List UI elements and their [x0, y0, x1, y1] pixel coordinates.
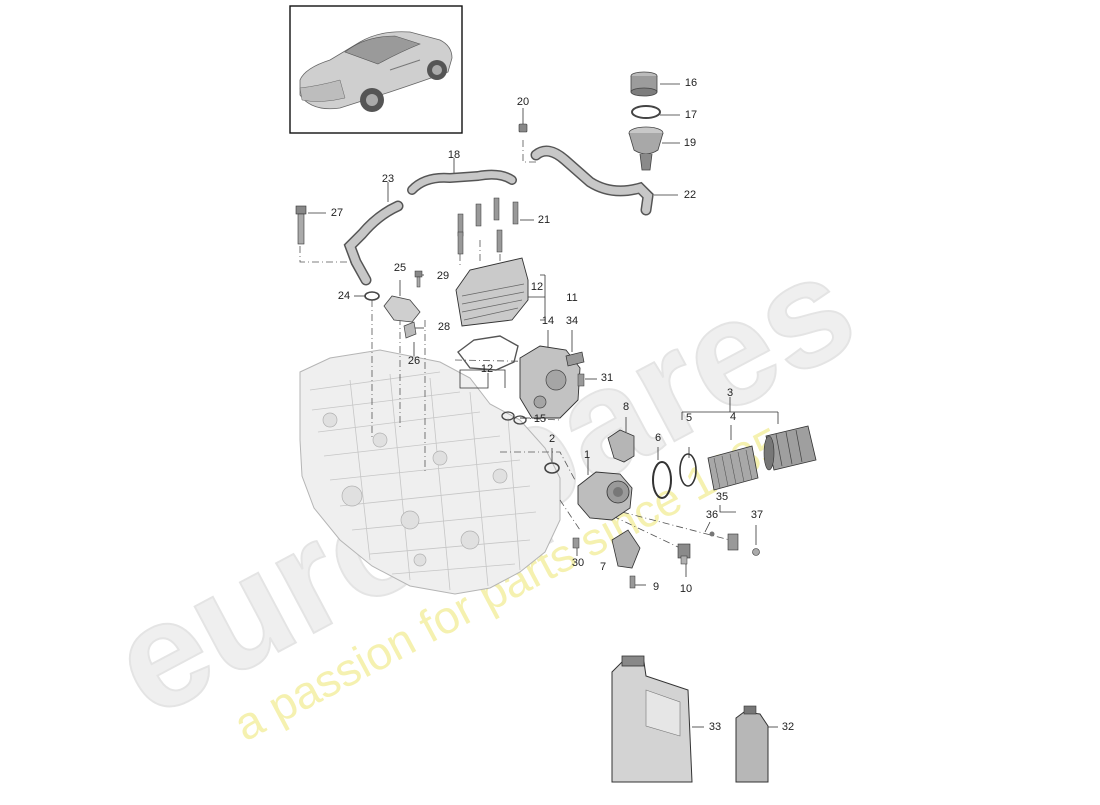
- filler-seal-ring[interactable]: [631, 105, 661, 119]
- callout-7[interactable]: 7: [600, 561, 606, 573]
- callout-24[interactable]: 24: [338, 290, 350, 302]
- callout-23[interactable]: 23: [382, 173, 394, 185]
- callout-19[interactable]: 19: [684, 137, 696, 149]
- callout-37[interactable]: 37: [751, 509, 763, 521]
- breather-hose-23[interactable]: [343, 200, 404, 286]
- bracket-8[interactable]: [607, 429, 635, 463]
- seal-ring-24[interactable]: [364, 291, 380, 301]
- filter-flange-1[interactable]: [577, 471, 633, 521]
- callout-31[interactable]: 31: [601, 372, 613, 384]
- callout-6[interactable]: 6: [655, 432, 661, 444]
- callout-10[interactable]: 10: [680, 583, 692, 595]
- sensor-34[interactable]: [565, 351, 585, 367]
- callout-25[interactable]: 25: [394, 262, 406, 274]
- callout-27[interactable]: 27: [331, 207, 343, 219]
- callout-2[interactable]: 2: [549, 433, 555, 445]
- callout-17[interactable]: 17: [685, 109, 697, 121]
- callout-21[interactable]: 21: [538, 214, 550, 226]
- car-icon: [299, 31, 453, 112]
- callout-15[interactable]: 15: [534, 413, 546, 425]
- callout-32[interactable]: 32: [782, 721, 794, 733]
- callout-29[interactable]: 29: [437, 270, 449, 282]
- parts[interactable]: [295, 71, 817, 783]
- bracket-7[interactable]: [611, 529, 641, 569]
- callout-33[interactable]: 33: [709, 721, 721, 733]
- leader-lines: [299, 83, 779, 728]
- oil-bottle-1l[interactable]: [735, 705, 769, 783]
- callout-22[interactable]: 22: [684, 189, 696, 201]
- drain-plug-set[interactable]: [709, 531, 760, 556]
- callout-12[interactable]: 12: [481, 363, 493, 375]
- seal-2[interactable]: [544, 462, 560, 474]
- callout-20[interactable]: 20: [517, 96, 529, 108]
- callout-35[interactable]: 35: [716, 491, 728, 503]
- callout-18[interactable]: 18: [448, 149, 460, 161]
- vehicle-thumbnail[interactable]: [289, 5, 463, 134]
- callout-12[interactable]: 12: [531, 281, 543, 293]
- callout-26[interactable]: 26: [408, 355, 420, 367]
- seals-15[interactable]: [501, 411, 527, 425]
- oil-filter-housing[interactable]: [519, 345, 581, 419]
- callout-4[interactable]: 4: [730, 411, 736, 423]
- screw-30[interactable]: [572, 537, 580, 549]
- breather-hose-22[interactable]: [530, 145, 654, 216]
- callout-5[interactable]: 5: [686, 412, 692, 424]
- gasket-12[interactable]: [457, 335, 519, 371]
- callout-30[interactable]: 30: [572, 557, 584, 569]
- filter-element-4[interactable]: [707, 445, 759, 491]
- clip-28[interactable]: [403, 321, 417, 339]
- oil-filler-cap[interactable]: [630, 71, 658, 97]
- o-ring-6[interactable]: [652, 461, 672, 499]
- bracket-25[interactable]: [383, 295, 421, 323]
- callout-9[interactable]: 9: [653, 581, 659, 593]
- callout-3[interactable]: 3: [727, 387, 733, 399]
- callout-11[interactable]: 11: [566, 292, 577, 304]
- callout-28[interactable]: 28: [438, 321, 450, 333]
- breather-hose-18[interactable]: [407, 169, 517, 195]
- bolts-21[interactable]: [457, 197, 519, 255]
- filter-cover-3[interactable]: [763, 425, 817, 471]
- oil-canister-5l[interactable]: [611, 655, 693, 783]
- screw-29[interactable]: [414, 270, 423, 288]
- callout-1[interactable]: 1: [584, 449, 590, 461]
- callout-16[interactable]: 16: [685, 77, 697, 89]
- callout-34[interactable]: 34: [566, 315, 578, 327]
- bolt-20[interactable]: [518, 123, 528, 133]
- callout-14[interactable]: 14: [542, 315, 554, 327]
- bolt-27[interactable]: [295, 205, 307, 245]
- sensor-10[interactable]: [677, 543, 691, 565]
- oil-cooler[interactable]: [455, 257, 529, 327]
- filler-neck[interactable]: [628, 126, 664, 171]
- screw-31[interactable]: [577, 373, 585, 387]
- callout-8[interactable]: 8: [623, 401, 629, 413]
- screw-9[interactable]: [629, 575, 636, 589]
- callout-36[interactable]: 36: [706, 509, 718, 521]
- engine-block[interactable]: [299, 349, 561, 595]
- o-ring-5[interactable]: [679, 453, 697, 487]
